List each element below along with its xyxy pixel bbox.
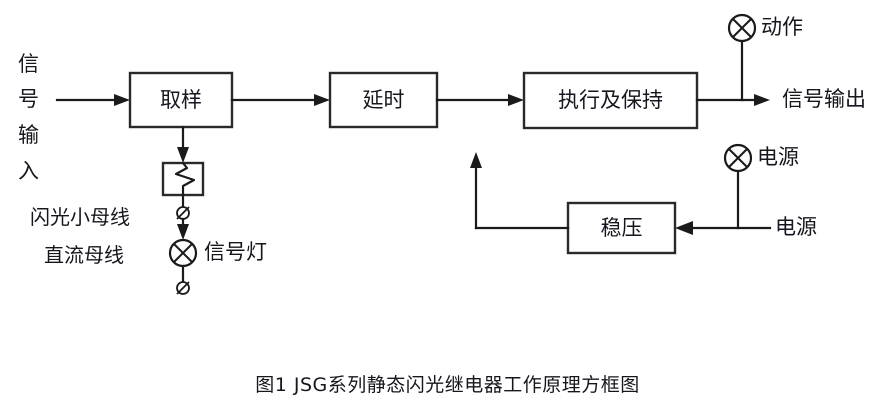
label-power-input: 电源 — [775, 215, 817, 239]
wire-exechold-to-signal-output — [695, 40, 770, 106]
label-flash-bus: 闪光小母线 — [30, 205, 130, 229]
label-power-lamp: 电源 — [757, 145, 799, 169]
figure-caption: 图1 JSG系列静态闪光继电器工作原理方框图 — [255, 374, 640, 396]
lamp-action-icon — [727, 13, 757, 43]
signal-input-char-4: 入 — [18, 159, 39, 183]
label-action-lamp: 动作 — [761, 15, 803, 39]
block-label-delay: 延时 — [362, 88, 405, 112]
block-regulator — [566, 201, 677, 255]
wire-delay-to-exechold — [435, 94, 524, 106]
label-signal-lamp: 信号灯 — [204, 240, 267, 264]
wire-signal-lamp-to-dc-bus — [176, 264, 190, 295]
block-exec-hold — [522, 71, 699, 130]
wire-sampling-to-contact — [177, 125, 189, 163]
lamp-power-icon — [723, 143, 753, 173]
block-label-regulator: 稳压 — [600, 216, 643, 240]
relay-contact-symbol — [161, 161, 205, 197]
signal-input-char-1: 信 — [18, 52, 39, 76]
block-label-sampling: 取样 — [160, 88, 202, 112]
lamp-signal-icon — [168, 238, 198, 268]
label-signal-output: 信号输出 — [782, 87, 866, 111]
wire-power-to-regulator — [675, 170, 772, 235]
signal-input-char-3: 输 — [18, 123, 39, 147]
wire-input-to-sampling — [55, 94, 130, 106]
block-label-exec-hold: 执行及保持 — [558, 88, 663, 112]
wire-contact-to-signal-lamp — [176, 193, 190, 240]
wire-regulator-feedback-to-exechold — [470, 152, 570, 230]
signal-input-char-2: 号 — [18, 87, 39, 111]
wire-sampling-to-delay — [230, 94, 330, 106]
label-dc-bus: 直流母线 — [44, 243, 124, 267]
